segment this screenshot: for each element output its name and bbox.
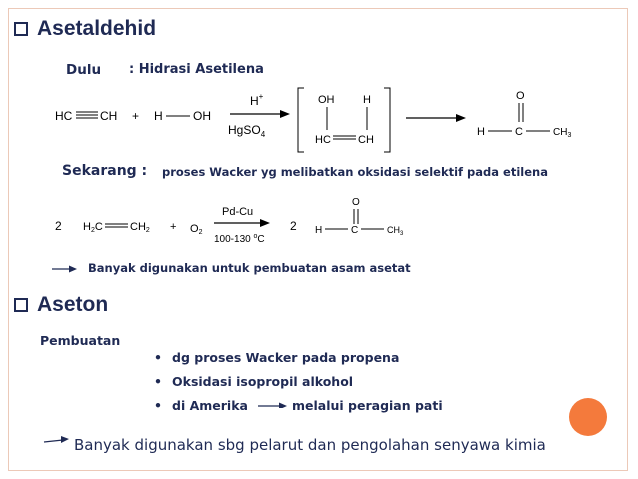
accent-circle bbox=[569, 398, 607, 436]
plus-sign-2: + bbox=[170, 221, 176, 233]
bullet-dot-icon: • bbox=[154, 398, 162, 413]
reactant-oxygen: O2 bbox=[190, 223, 203, 236]
sekarang-label: Sekarang : bbox=[62, 163, 148, 179]
catalyst-pdcu: Pd-Cu bbox=[222, 206, 253, 218]
svg-text:C: C bbox=[515, 126, 523, 138]
plus-sign: + bbox=[132, 109, 139, 123]
bullet-item-continuation: melalui peragian pati bbox=[292, 398, 443, 413]
product-acetaldehyde-2: O bbox=[352, 197, 360, 208]
svg-text:CH: CH bbox=[358, 134, 374, 146]
bullet-dot-icon: • bbox=[154, 374, 162, 389]
reactant-acetylene: HC bbox=[55, 109, 73, 123]
catalyst-hgso4: HgSO4 bbox=[228, 123, 266, 139]
heading-asetaldehid: Asetaldehid bbox=[14, 17, 156, 41]
arrow-right-icon bbox=[52, 265, 77, 273]
reactant-ethylene: H2C bbox=[83, 221, 103, 234]
svg-text:C: C bbox=[351, 225, 358, 236]
svg-text:CH: CH bbox=[100, 109, 117, 123]
note-asetaldehid: Banyak digunakan untuk pembuatan asam as… bbox=[88, 261, 411, 275]
svg-text:CH3: CH3 bbox=[387, 225, 404, 237]
svg-text:HC: HC bbox=[315, 134, 331, 146]
svg-text:H: H bbox=[363, 94, 371, 106]
coef-2b: 2 bbox=[290, 219, 297, 233]
svg-text:CH3: CH3 bbox=[553, 127, 571, 139]
bullet-item: •dg proses Wacker pada propena bbox=[154, 350, 400, 365]
bullet-item: •di Amerika bbox=[154, 398, 248, 413]
arrow-right-icon bbox=[43, 436, 69, 443]
slide-frame bbox=[8, 8, 628, 471]
bullet-dot-icon: • bbox=[154, 350, 162, 365]
checkbox-bullet-icon bbox=[14, 22, 28, 36]
coef-2a: 2 bbox=[55, 219, 62, 233]
intermediate-enol: OH bbox=[318, 94, 335, 106]
svg-text:H: H bbox=[315, 225, 322, 236]
note-aseton: Banyak digunakan sbg pelarut dan pengola… bbox=[74, 436, 546, 454]
reaction-hidrasi-asetilena: HC CH + H OH H+ HgSO4 OH H HC CH O H C C… bbox=[55, 87, 571, 153]
catalyst-h-plus: H+ bbox=[250, 92, 264, 108]
bullet-item: •Oksidasi isopropil alkohol bbox=[154, 374, 354, 389]
checkbox-bullet-icon bbox=[14, 298, 28, 312]
dulu-label: Dulu bbox=[66, 62, 102, 78]
dulu-text: : Hidrasi Asetilena bbox=[129, 62, 264, 77]
svg-text:OH: OH bbox=[193, 109, 211, 123]
product-acetaldehyde: O bbox=[516, 90, 525, 102]
catalyst-temperature: 100-130 oC bbox=[214, 233, 265, 245]
reaction-wacker-etilena: 2 H2C CH2 + O2 Pd-Cu 100-130 oC 2 O H C … bbox=[55, 197, 404, 245]
svg-text:CH2: CH2 bbox=[130, 221, 150, 234]
svg-text:H: H bbox=[477, 126, 485, 138]
pembuatan-label: Pembuatan bbox=[40, 333, 121, 348]
sekarang-text: proses Wacker yg melibatkan oksidasi sel… bbox=[162, 165, 548, 179]
arrow-right-icon bbox=[258, 402, 287, 408]
reactant-water: H bbox=[154, 109, 163, 123]
heading-aseton: Aseton bbox=[14, 293, 108, 317]
